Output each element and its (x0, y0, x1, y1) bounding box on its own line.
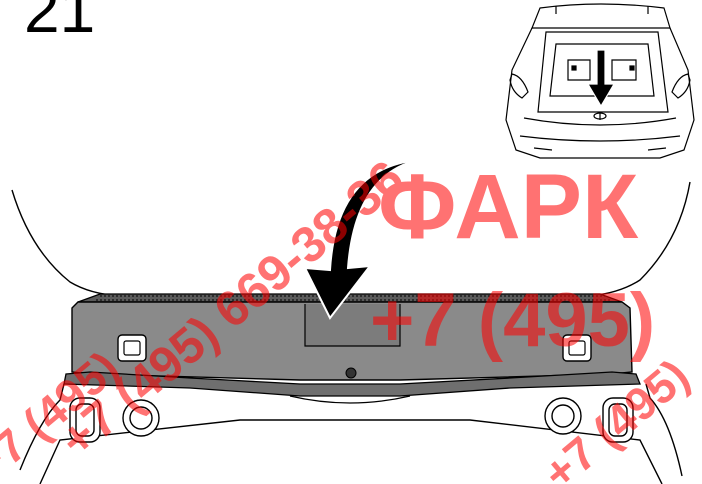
straight-arrow-down-icon (586, 49, 616, 108)
curved-arrow-down-icon (303, 159, 419, 320)
step-number: 21 (24, 0, 96, 46)
watermark-brand: ФАРК (378, 156, 639, 258)
sill-cover-panel (63, 293, 641, 404)
bumper-openings (69, 397, 634, 443)
car-body-outline (11, 181, 691, 484)
watermark-phone-bold: +7 (495) (370, 278, 655, 363)
